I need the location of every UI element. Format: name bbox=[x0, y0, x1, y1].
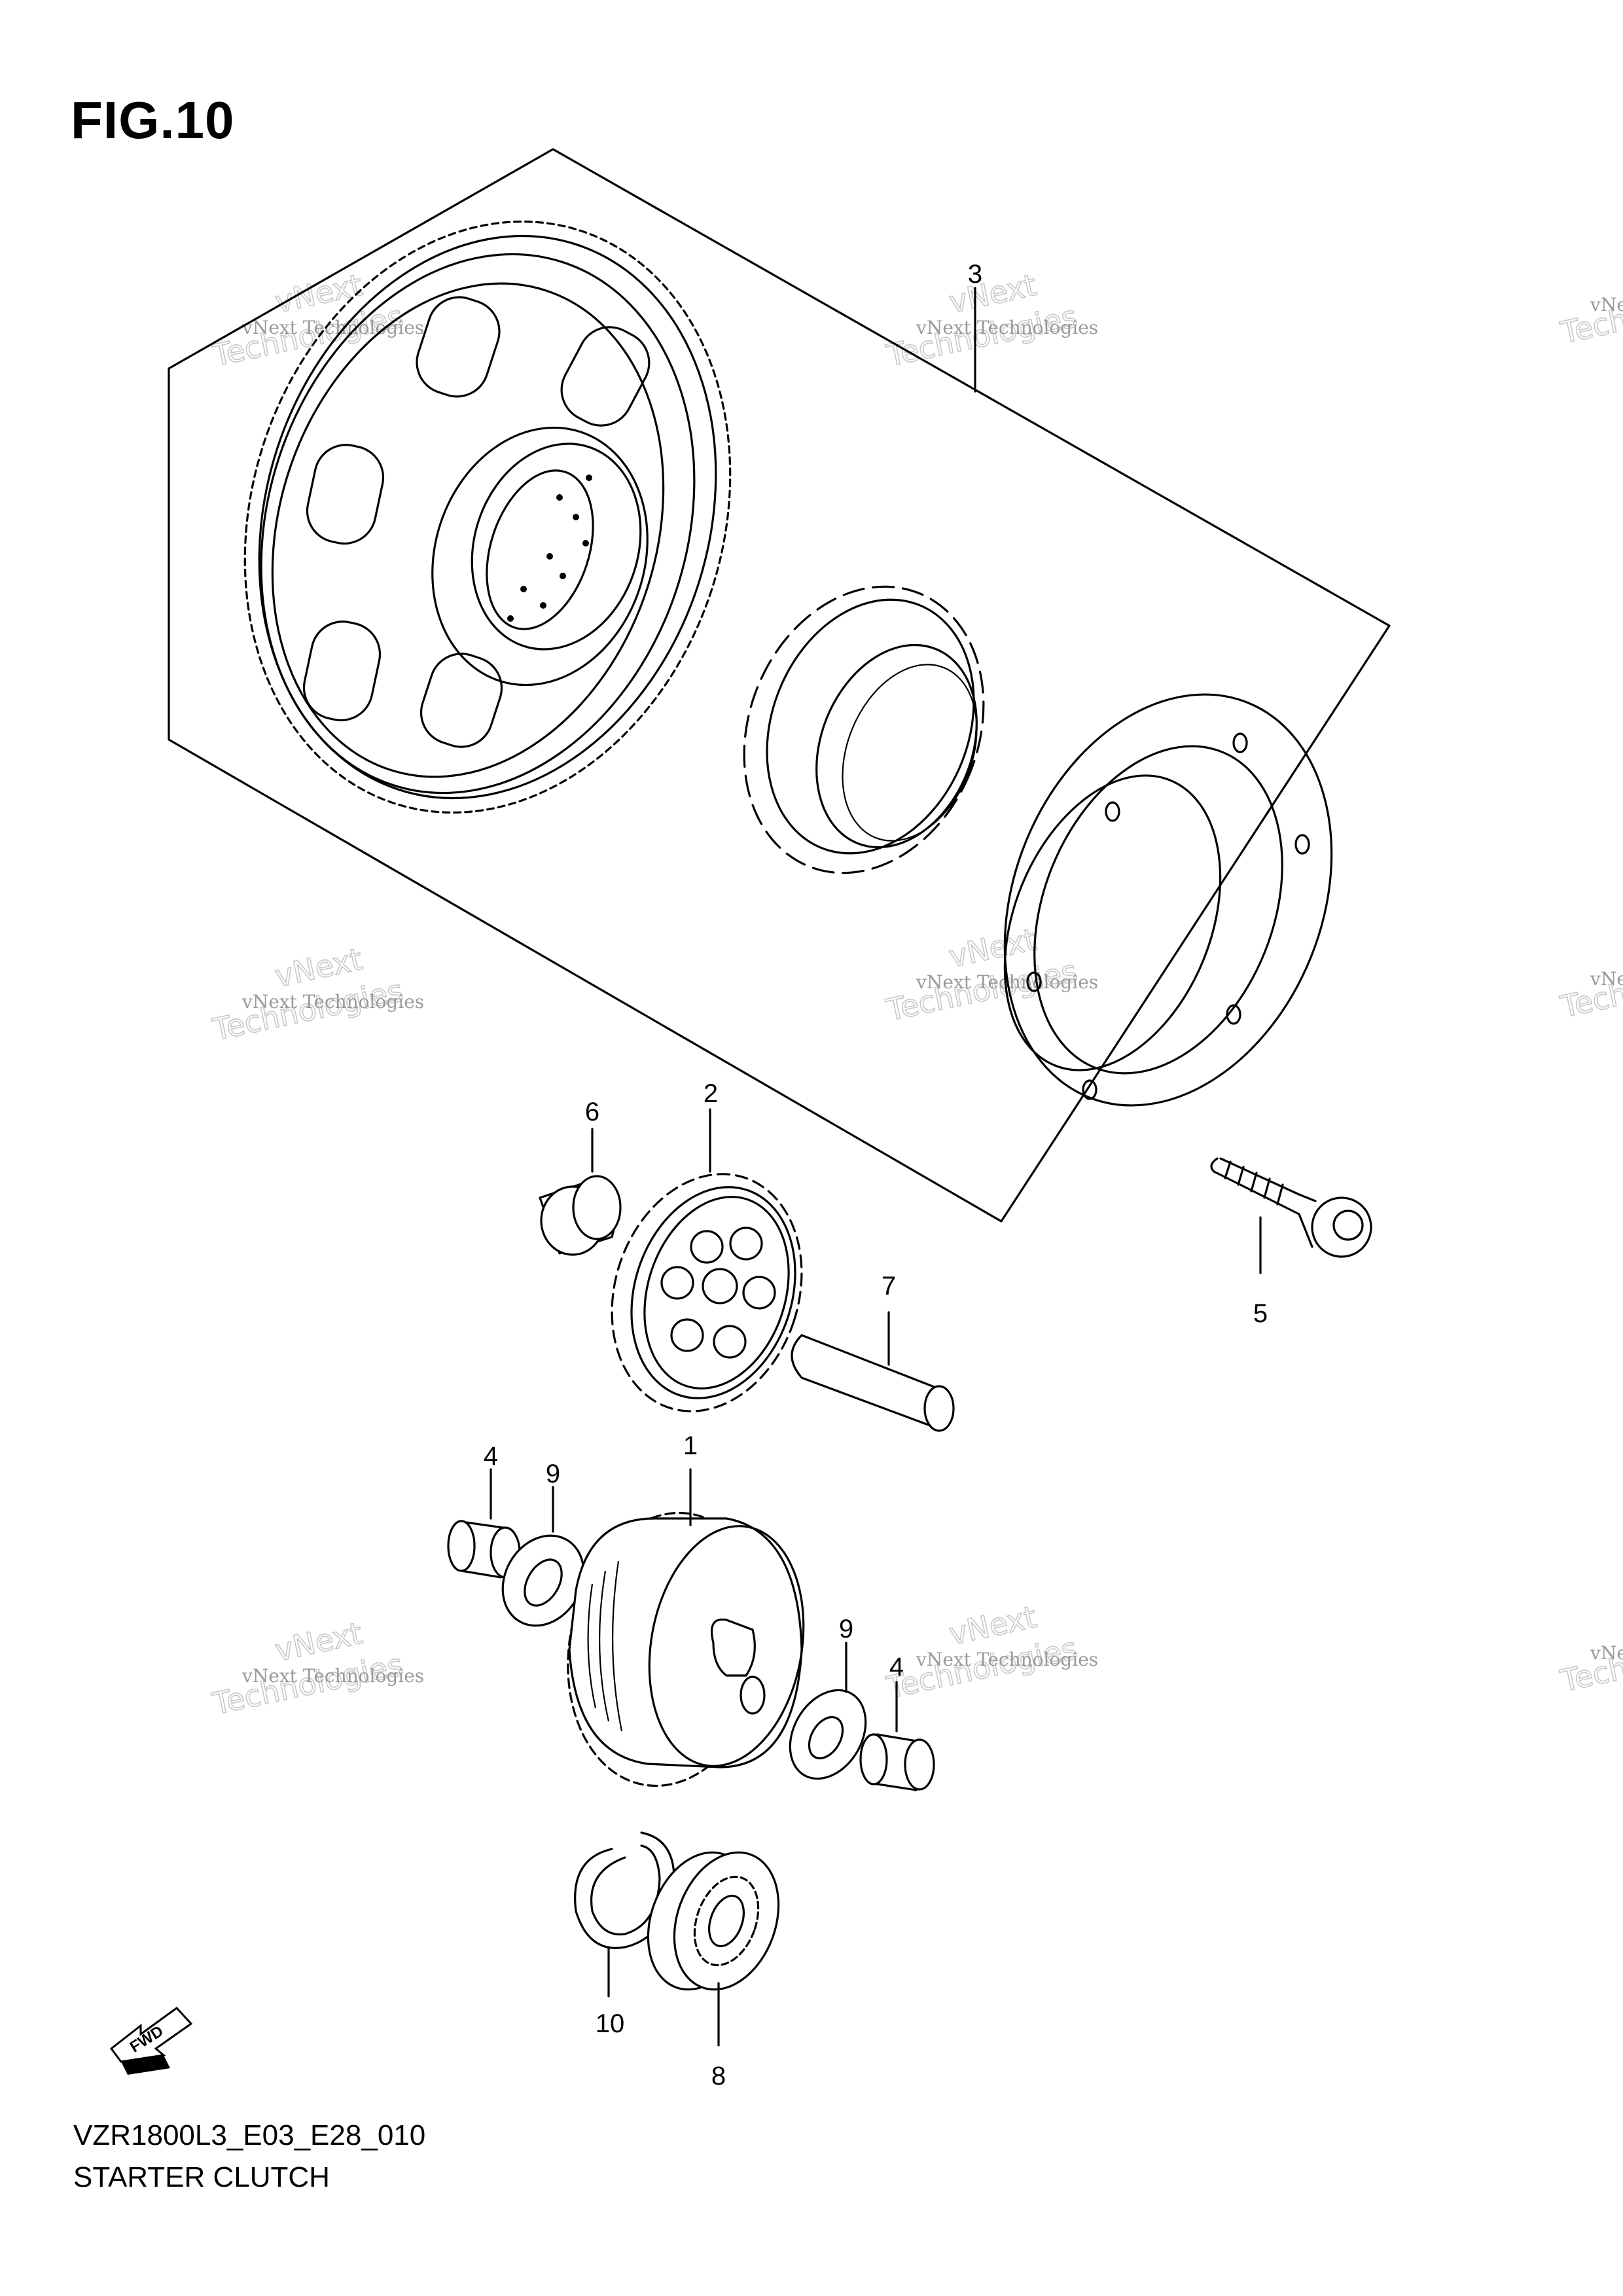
callout-2: 2 bbox=[704, 1079, 718, 1108]
figure-title: FIG.10 bbox=[71, 91, 235, 149]
shaft-7 bbox=[791, 1334, 955, 1432]
watermark-text: vNext Technologies bbox=[1590, 294, 1623, 315]
callout-3: 3 bbox=[968, 260, 982, 289]
watermark-text: vNext Technologies bbox=[1590, 968, 1623, 990]
watermark-text: vNext Technologies bbox=[916, 317, 1098, 338]
callout-4-left: 4 bbox=[484, 1442, 498, 1471]
assembly-outline bbox=[168, 148, 1391, 1223]
watermark-9: Technologies vNext Technologies bbox=[1557, 1623, 1623, 1699]
callout-5: 5 bbox=[1253, 1299, 1268, 1328]
watermark-6: Technologies vNext Technologies bbox=[1557, 949, 1623, 1025]
diagram-name: STARTER CLUTCH bbox=[73, 2161, 330, 2193]
circlip-10 bbox=[574, 1831, 675, 1949]
watermark-8: Technologies vNext vNext Technologies bbox=[883, 1598, 1098, 1706]
bearing-8 bbox=[647, 1851, 780, 1991]
callout-labels: 3 6 2 7 5 4 9 1 9 4 10 8 bbox=[484, 260, 1268, 2090]
starter-clutch-assembly-1 bbox=[567, 1511, 805, 1787]
watermark-3: Technologies vNext Technologies bbox=[1557, 275, 1623, 351]
bushing-6 bbox=[539, 1175, 622, 1256]
starter-driven-gear bbox=[243, 220, 732, 814]
callout-9-right: 9 bbox=[839, 1615, 853, 1643]
watermark-layer: Technologies vNext vNext Technologies Te… bbox=[209, 266, 1623, 1722]
fwd-arrow-icon: FWD bbox=[109, 2006, 193, 2075]
callout-8: 8 bbox=[711, 2062, 726, 2090]
watermark-text: vNext Technologies bbox=[241, 1665, 424, 1687]
callout-1: 1 bbox=[683, 1431, 698, 1460]
idle-gear-2 bbox=[611, 1173, 803, 1412]
watermark-text: vNext Technologies bbox=[241, 991, 424, 1013]
callout-10: 10 bbox=[596, 2009, 625, 2038]
starter-clutch-ring bbox=[1003, 693, 1333, 1107]
bolt-5 bbox=[1210, 1157, 1372, 1258]
watermark-text: vNext Technologies bbox=[1590, 1642, 1623, 1664]
callout-7: 7 bbox=[882, 1272, 896, 1300]
one-way-clutch bbox=[743, 585, 985, 874]
watermark-2: Technologies vNext vNext Technologies bbox=[883, 266, 1098, 374]
washer-9-right bbox=[789, 1689, 867, 1780]
watermark-7: Technologies vNext vNext Technologies bbox=[209, 1615, 424, 1722]
callout-9-left: 9 bbox=[546, 1460, 560, 1488]
watermark-text: vNext Technologies bbox=[916, 1649, 1098, 1670]
watermark-5: Technologies vNext vNext Technologies bbox=[883, 921, 1098, 1028]
bushing-4-right bbox=[859, 1733, 935, 1791]
callout-6: 6 bbox=[585, 1098, 599, 1126]
diagram-code: VZR1800L3_E03_E28_010 bbox=[73, 2119, 426, 2151]
callout-4-right: 4 bbox=[889, 1653, 904, 1681]
watermark-4: Technologies vNext vNext Technologies bbox=[209, 941, 424, 1048]
